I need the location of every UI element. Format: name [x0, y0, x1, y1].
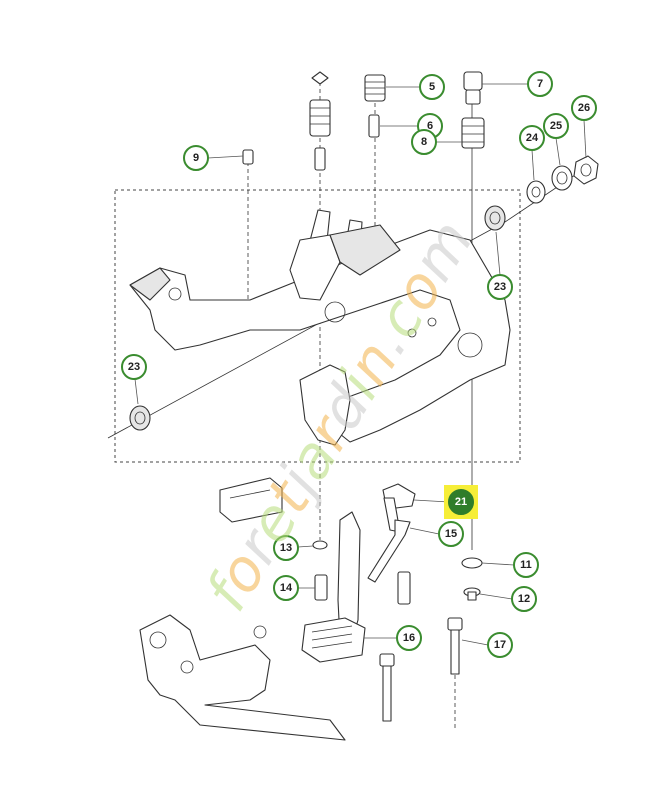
- nut-26: [573, 155, 599, 185]
- spring-5: [364, 74, 386, 102]
- callout-11: 11: [481, 552, 539, 578]
- screw-12: [463, 587, 481, 601]
- pedal-lever: [299, 364, 366, 663]
- callout-leader-line: [495, 231, 501, 276]
- callout-9: 9: [183, 145, 244, 171]
- spring-clip-15: [367, 519, 411, 583]
- callout-leader-line: [207, 155, 244, 159]
- callout-circle: [396, 625, 422, 651]
- bushing-23-right: [484, 205, 506, 231]
- callout-number: 14: [280, 582, 293, 594]
- lower-frame-hole: [180, 660, 194, 674]
- callout-17: 17: [461, 632, 513, 658]
- callout-circle: [513, 552, 539, 578]
- callout-circle: [511, 586, 537, 612]
- callout-number: 8: [421, 136, 427, 148]
- callout-number: 12: [518, 593, 530, 605]
- callout-number: 15: [445, 528, 457, 540]
- spring-left: [309, 71, 331, 171]
- pin-6: [368, 114, 380, 138]
- callout-leader-line: [555, 137, 561, 166]
- frame-hole: [168, 287, 182, 301]
- bolt-14: [314, 574, 328, 601]
- callout-23: 23: [487, 231, 513, 300]
- callout-number: 16: [403, 632, 415, 644]
- callout-circle: [121, 354, 147, 380]
- frame-boss: [457, 332, 483, 358]
- callout-5: 5: [386, 74, 445, 100]
- callout-circle: [527, 71, 553, 97]
- callout-number: 24: [526, 132, 539, 144]
- lower-frame: [139, 614, 346, 741]
- callout-leader-line: [479, 593, 513, 600]
- bolt-9: [242, 149, 254, 165]
- callout-15: 15: [409, 521, 464, 547]
- callout-leader-line: [297, 545, 314, 548]
- callout-circle: [543, 113, 569, 139]
- callout-23: 23: [121, 354, 147, 405]
- callout-circle: [438, 521, 464, 547]
- callout-circle: [411, 129, 437, 155]
- callout-circle: [419, 74, 445, 100]
- callout-14: 14: [273, 575, 315, 601]
- callout-26: 26: [571, 95, 597, 159]
- bushing-23-left: [129, 405, 151, 431]
- callout-number: 5: [429, 81, 435, 93]
- callout-circle: [183, 145, 209, 171]
- callout-circle: [487, 274, 513, 300]
- callout-number: 7: [537, 78, 543, 90]
- callout-number: 25: [550, 120, 562, 132]
- callout-circle: [448, 489, 474, 515]
- washer-24: [526, 180, 546, 204]
- callout-leader-line: [134, 378, 139, 405]
- bolt-long: [379, 653, 395, 722]
- callout-circle: [273, 575, 299, 601]
- callout-7: 7: [482, 71, 553, 97]
- callout-number: 9: [193, 152, 199, 164]
- lower-frame-hole: [253, 625, 267, 639]
- callout-12: 12: [479, 586, 537, 612]
- callout-circle: [487, 632, 513, 658]
- assembly-boundary: [114, 189, 521, 463]
- callout-16: 16: [364, 625, 422, 651]
- rod-7: [463, 71, 483, 105]
- lower-frame-hole: [149, 631, 167, 649]
- switch-block: [219, 477, 283, 523]
- frame-pivot: [324, 301, 346, 323]
- callouts: 5 7 68 9 24 25 26 23 23 21 13 15 11 14 12 16 17: [121, 71, 597, 658]
- callout-number: 23: [128, 361, 140, 373]
- callout-number: 21: [455, 496, 467, 508]
- callout-circle: [273, 535, 299, 561]
- callout-leader-line: [531, 149, 535, 181]
- callout-leader-line: [461, 639, 489, 646]
- callout-leader-line: [481, 562, 515, 566]
- callout-13: 13: [273, 535, 314, 561]
- callout-leader-line: [413, 499, 450, 503]
- frame-hole: [407, 328, 417, 338]
- callout-8: 8: [411, 129, 462, 155]
- callout-24: 24: [519, 125, 545, 181]
- callout-leader-line: [409, 527, 440, 535]
- callout-number: 13: [280, 542, 292, 554]
- washer-11: [461, 557, 483, 569]
- callout-21: 21: [413, 485, 478, 519]
- callout-number: 17: [494, 639, 506, 651]
- frame-hole: [427, 317, 437, 327]
- bolt-17: [447, 617, 463, 675]
- bolt-center: [397, 571, 411, 605]
- main-frame: [129, 209, 511, 443]
- callout-25: 25: [543, 113, 569, 166]
- callout-circle: [519, 125, 545, 151]
- callout-number: 11: [520, 559, 532, 571]
- spring-washer-25: [551, 165, 573, 191]
- callout-number: 26: [578, 102, 590, 114]
- callout-number: 6: [427, 120, 433, 132]
- callout-leader-line: [583, 119, 587, 159]
- spring-8: [461, 117, 485, 149]
- callout-circle: [571, 95, 597, 121]
- callout-number: 23: [494, 281, 506, 293]
- washer-13: [312, 540, 328, 550]
